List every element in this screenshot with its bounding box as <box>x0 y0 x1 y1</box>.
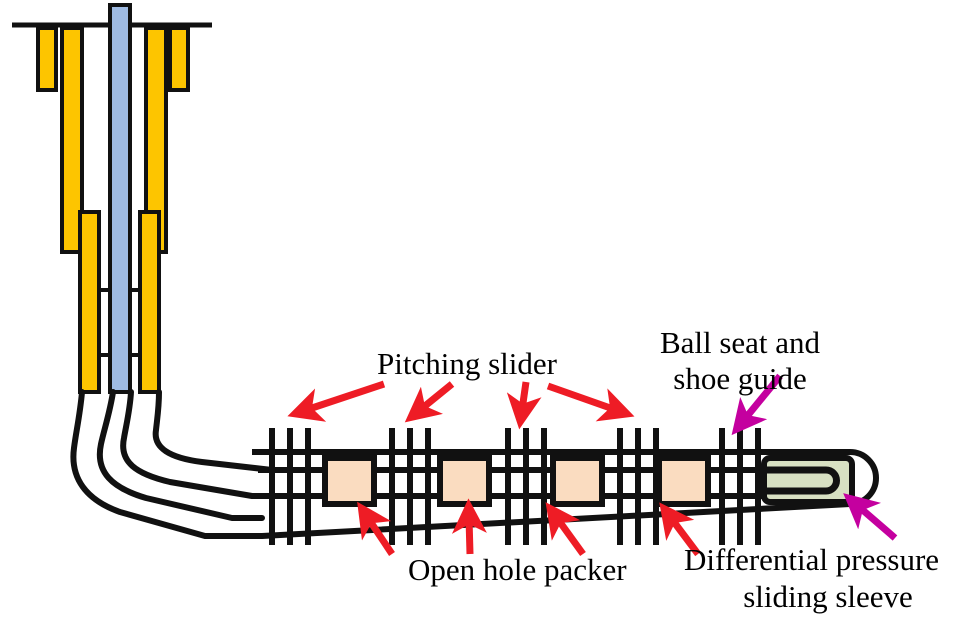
open-hole-packer-2 <box>437 455 492 507</box>
sliding-sleeve-1 <box>269 428 311 545</box>
differential-pressure-sliding-sleeve-group <box>269 428 761 545</box>
label-pitching-slider: Pitching slider <box>377 346 557 381</box>
label-open-hole-packer: Open hole packer <box>408 552 627 587</box>
heel-build-curve <box>70 389 275 539</box>
arrow-to-packer-4 <box>659 502 701 557</box>
arrow-to-packer-3 <box>545 502 586 557</box>
label-differential-pressure-line1: Differential pressure <box>684 542 940 577</box>
arrow-to-packer-2 <box>451 498 487 555</box>
conductor-casing-left <box>36 26 58 92</box>
wellbore-wall-outer-lower <box>70 389 265 539</box>
arrow-to-sleeve-1 <box>287 380 386 422</box>
arrow-to-sleeve-4 <box>546 382 635 422</box>
open-hole-packer-3 <box>550 455 605 507</box>
sliding-sleeve-5 <box>719 428 761 545</box>
magenta-annotation-arrows <box>731 373 898 541</box>
arrow-to-sleeve-2 <box>404 381 455 423</box>
open-hole-packer-1 <box>322 455 377 507</box>
ball-seat-u-profile <box>762 466 840 495</box>
arrow-to-ball-seat <box>731 373 783 436</box>
label-differential-pressure-line2: sliding sleeve <box>743 579 913 614</box>
arrow-to-sliding-sleeve-toe <box>843 493 898 541</box>
production-tubing <box>108 3 132 394</box>
production-casing-right <box>138 210 161 394</box>
conductor-casing-right <box>168 26 190 92</box>
production-casing-left <box>78 210 101 394</box>
surface-casing-left <box>60 26 84 254</box>
arrow-to-sleeve-3 <box>506 381 542 430</box>
label-ball-seat-line2: shoe guide <box>673 361 807 396</box>
vertical-well-section <box>12 3 212 394</box>
red-annotation-arrows <box>287 380 701 557</box>
ball-seat-and-shoe-guide <box>761 455 855 505</box>
sliding-sleeve-3 <box>505 428 547 545</box>
wellbore-wall-outer-upper <box>152 389 275 473</box>
open-hole-packer-4 <box>656 455 711 507</box>
wellbore-wall-inner-upper <box>120 389 265 499</box>
sliding-sleeve-4 <box>617 428 659 545</box>
wellbore-wall-inner-lower <box>96 389 265 521</box>
label-ball-seat-line1: Ball seat and <box>659 325 821 360</box>
sliding-sleeve-2 <box>389 428 431 545</box>
arrow-to-packer-1 <box>357 501 395 556</box>
